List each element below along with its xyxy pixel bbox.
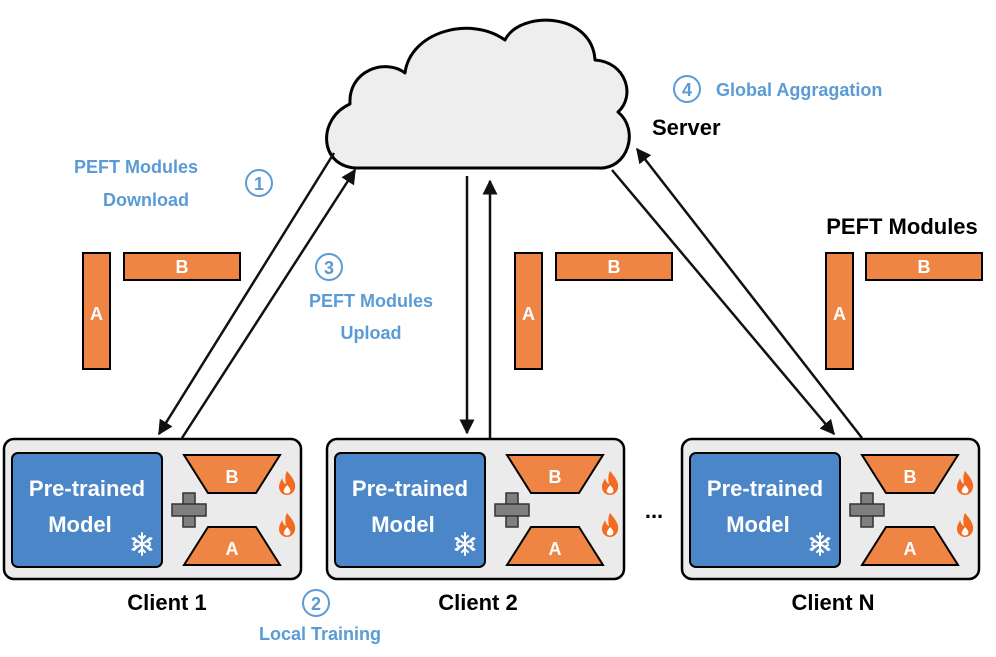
download-arrow-client-n bbox=[611, 169, 835, 436]
model-line2: Model bbox=[371, 512, 435, 537]
model-line1: Pre-trained bbox=[29, 476, 145, 501]
peft-modules-label: PEFT Modules bbox=[826, 214, 978, 239]
server-cloud bbox=[325, 18, 631, 170]
module-b-label: B bbox=[918, 257, 931, 277]
upload-arrow-client-1 bbox=[180, 168, 357, 439]
lora-b-trapezoid bbox=[860, 454, 960, 494]
ellipsis: ... bbox=[645, 498, 663, 523]
step-2-number: 2 bbox=[311, 594, 321, 614]
step-3-line2: Upload bbox=[341, 323, 402, 343]
module-a-block bbox=[825, 252, 854, 370]
model-line2: Model bbox=[48, 512, 112, 537]
step-3-line1: PEFT Modules bbox=[309, 291, 433, 311]
download-arrow-client-1 bbox=[157, 152, 336, 436]
lora-a-label: A bbox=[549, 539, 562, 559]
module-a-block bbox=[82, 252, 111, 370]
model-line1: Pre-trained bbox=[352, 476, 468, 501]
step-2-local-training: 2 Local Training bbox=[259, 589, 381, 644]
upload-arrow-client-n bbox=[636, 147, 863, 439]
lora-b-label: B bbox=[549, 467, 562, 487]
client-n-box: Pre-trained Model B A bbox=[680, 437, 981, 581]
peft-module-set-2: A B bbox=[514, 252, 673, 370]
step-1-circle bbox=[245, 169, 273, 197]
module-a-label: A bbox=[90, 304, 103, 324]
module-a-label: A bbox=[833, 304, 846, 324]
model-line2: Model bbox=[726, 512, 790, 537]
arrows bbox=[157, 147, 863, 439]
client-2-box: Pre-trained Model B A bbox=[325, 437, 626, 581]
step-4-aggregation: 4 Global Aggragation bbox=[673, 75, 882, 103]
model-line1: Pre-trained bbox=[707, 476, 823, 501]
module-b-label: B bbox=[608, 257, 621, 277]
step-4-text: Global Aggragation bbox=[716, 80, 882, 100]
step-1-line2: Download bbox=[103, 190, 189, 210]
lora-a-trapezoid bbox=[505, 526, 605, 566]
peft-module-set-3: A B bbox=[825, 252, 983, 370]
step-1-download: PEFT Modules Download 1 bbox=[74, 157, 273, 210]
step-2-text: Local Training bbox=[259, 624, 381, 644]
pretrained-model-block bbox=[689, 452, 841, 568]
lora-b-trapezoid bbox=[182, 454, 282, 494]
lora-a-trapezoid bbox=[182, 526, 282, 566]
lora-a-label: A bbox=[904, 539, 917, 559]
server-label: Server bbox=[652, 115, 721, 140]
pretrained-model-block bbox=[334, 452, 486, 568]
pretrained-model-block bbox=[11, 452, 163, 568]
step-3-number: 3 bbox=[324, 258, 334, 278]
step-3-upload: 3 PEFT Modules Upload bbox=[309, 253, 433, 343]
module-a-label: A bbox=[522, 304, 535, 324]
lora-b-label: B bbox=[904, 467, 917, 487]
step-4-circle bbox=[673, 75, 701, 103]
module-b-block bbox=[123, 252, 241, 281]
lora-b-label: B bbox=[226, 467, 239, 487]
step-2-circle bbox=[302, 589, 330, 617]
module-b-block bbox=[865, 252, 983, 281]
module-b-label: B bbox=[176, 257, 189, 277]
client-2-label: Client 2 bbox=[438, 590, 517, 615]
step-3-circle bbox=[315, 253, 343, 281]
step-4-number: 4 bbox=[682, 80, 692, 100]
client-n-label: Client N bbox=[791, 590, 874, 615]
step-1-number: 1 bbox=[254, 174, 264, 194]
client-1-box: Pre-trained Model B A bbox=[2, 437, 303, 581]
step-1-line1: PEFT Modules bbox=[74, 157, 198, 177]
lora-a-label: A bbox=[226, 539, 239, 559]
module-b-block bbox=[555, 252, 673, 281]
lora-b-trapezoid bbox=[505, 454, 605, 494]
peft-module-set-1: A B bbox=[82, 252, 241, 370]
module-a-block bbox=[514, 252, 543, 370]
client-1-label: Client 1 bbox=[127, 590, 206, 615]
lora-a-trapezoid bbox=[860, 526, 960, 566]
